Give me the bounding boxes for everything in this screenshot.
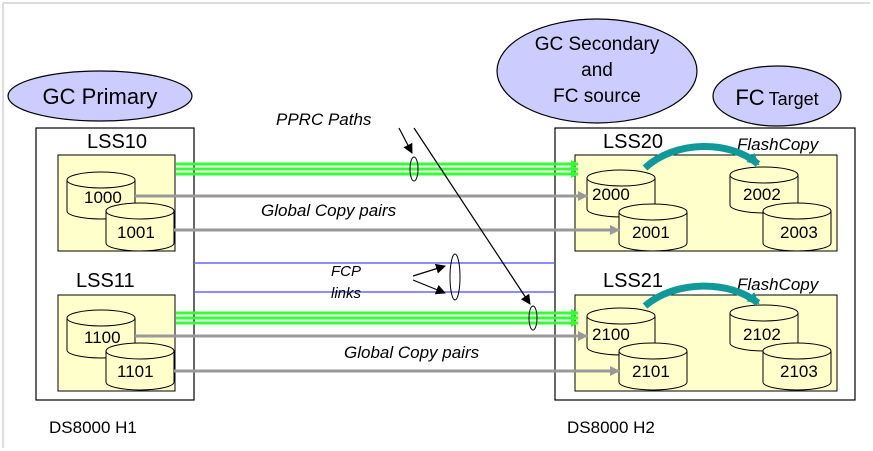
disk-1100-label: 1100 [84,328,121,347]
disk-1001-label: 1001 [117,223,155,242]
pprc-paths-top [176,160,579,178]
disk-1101: 1101 [105,342,175,391]
flashcopy-arrow-bottom [642,282,761,309]
disk-2100-label: 2100 [592,325,630,344]
global-copy-arrows-top [135,191,620,235]
pprc-bundle-ellipse-top [409,156,419,182]
lss20-title: LSS20 [603,131,663,153]
pprc-paths-bottom [176,309,579,327]
disk-2003-label: 2003 [780,223,818,242]
fcp-label-line1: FCP [331,263,361,280]
lss11-title: LSS11 [76,270,135,292]
disk-2000-label: 2000 [592,185,630,204]
disk-1001: 1001 [105,202,175,252]
fcp-bundle-ellipse [449,253,461,301]
lss10-title: LSS10 [87,131,147,153]
disk-1000-label: 1000 [84,188,122,207]
disk-2103: 2103 [762,342,832,391]
fcp-links-lines [194,262,555,293]
lss21-title: LSS21 [603,270,663,292]
gc-primary-ellipse: GC Primary [7,70,193,122]
fcp-pointer-lower [412,279,446,295]
disk-2003: 2003 [762,202,832,252]
ds8000-h2-label: DS8000 H2 [567,418,655,437]
disk-2101: 2101 [618,342,688,391]
fc-target-main: FC [735,85,764,110]
disk-2101-label: 2101 [632,362,670,381]
gc-secondary-line-3: FC source [553,86,641,107]
pprc-paths-label: PPRC Paths [276,110,372,129]
disk-2102-label: 2102 [743,325,781,344]
flashcopy-label-bottom: FlashCopy [737,275,820,294]
disk-2001-label: 2001 [632,223,670,242]
disk-2002-label: 2002 [743,185,781,204]
gc-secondary-ellipse: GC Secondary and FC source [496,18,698,124]
global-copy-arrows-bottom [135,331,620,376]
disk-2001: 2001 [618,203,688,252]
ds8000-h1-label: DS8000 H1 [49,418,137,437]
gc-secondary-line-2: and [581,60,613,81]
flashcopy-arrow-top [642,143,761,171]
fcp-pointer-upper [412,263,446,277]
global-copy-pairs-label-top: Global Copy pairs [261,201,397,220]
pprc-pointer-bottom [413,127,531,305]
fc-target-sub: Target [769,89,819,109]
pprc-pointer-top [398,127,413,154]
disk-1101-label: 1101 [117,362,154,381]
global-copy-pairs-label-bottom: Global Copy pairs [344,343,480,362]
gc-secondary-line-1: GC Secondary [535,34,660,55]
fcp-label-line2: links [331,285,362,302]
flashcopy-label-top: FlashCopy [737,135,820,154]
pprc-bundle-ellipse-bottom [528,305,538,331]
gc-primary-label: GC Primary [43,84,158,109]
disk-2103-label: 2103 [780,362,818,381]
